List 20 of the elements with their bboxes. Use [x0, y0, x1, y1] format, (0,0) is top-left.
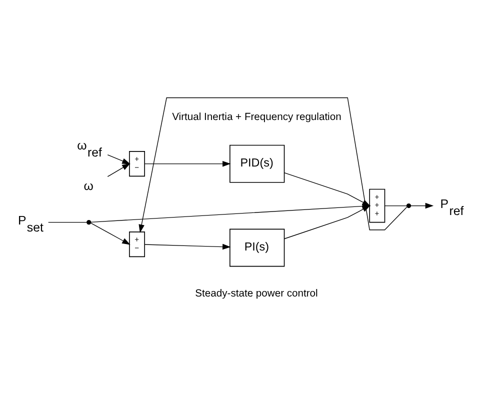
- node-box: + −: [129, 231, 145, 257]
- node-text: ω: [84, 178, 94, 193]
- arrow: [107, 162, 130, 176]
- arrow: [144, 243, 231, 250]
- connector: [48, 221, 87, 222]
- arrow: [107, 154, 130, 164]
- node-box: + + +: [369, 188, 386, 222]
- node-box: PID(s): [230, 144, 285, 182]
- label: Steady-state power control: [195, 288, 318, 299]
- node-box: + −: [129, 150, 145, 176]
- connector: [384, 204, 408, 206]
- label: Virtual Inertia + Frequency regulation: [172, 112, 342, 123]
- node-circle: [86, 219, 92, 224]
- node-box: PI(s): [230, 228, 285, 266]
- arrow: [90, 222, 130, 244]
- node-circle: [406, 202, 412, 208]
- arrow: [284, 204, 371, 239]
- arrow: [410, 202, 434, 208]
- arrow: [144, 160, 231, 166]
- arrow: [138, 96, 408, 232]
